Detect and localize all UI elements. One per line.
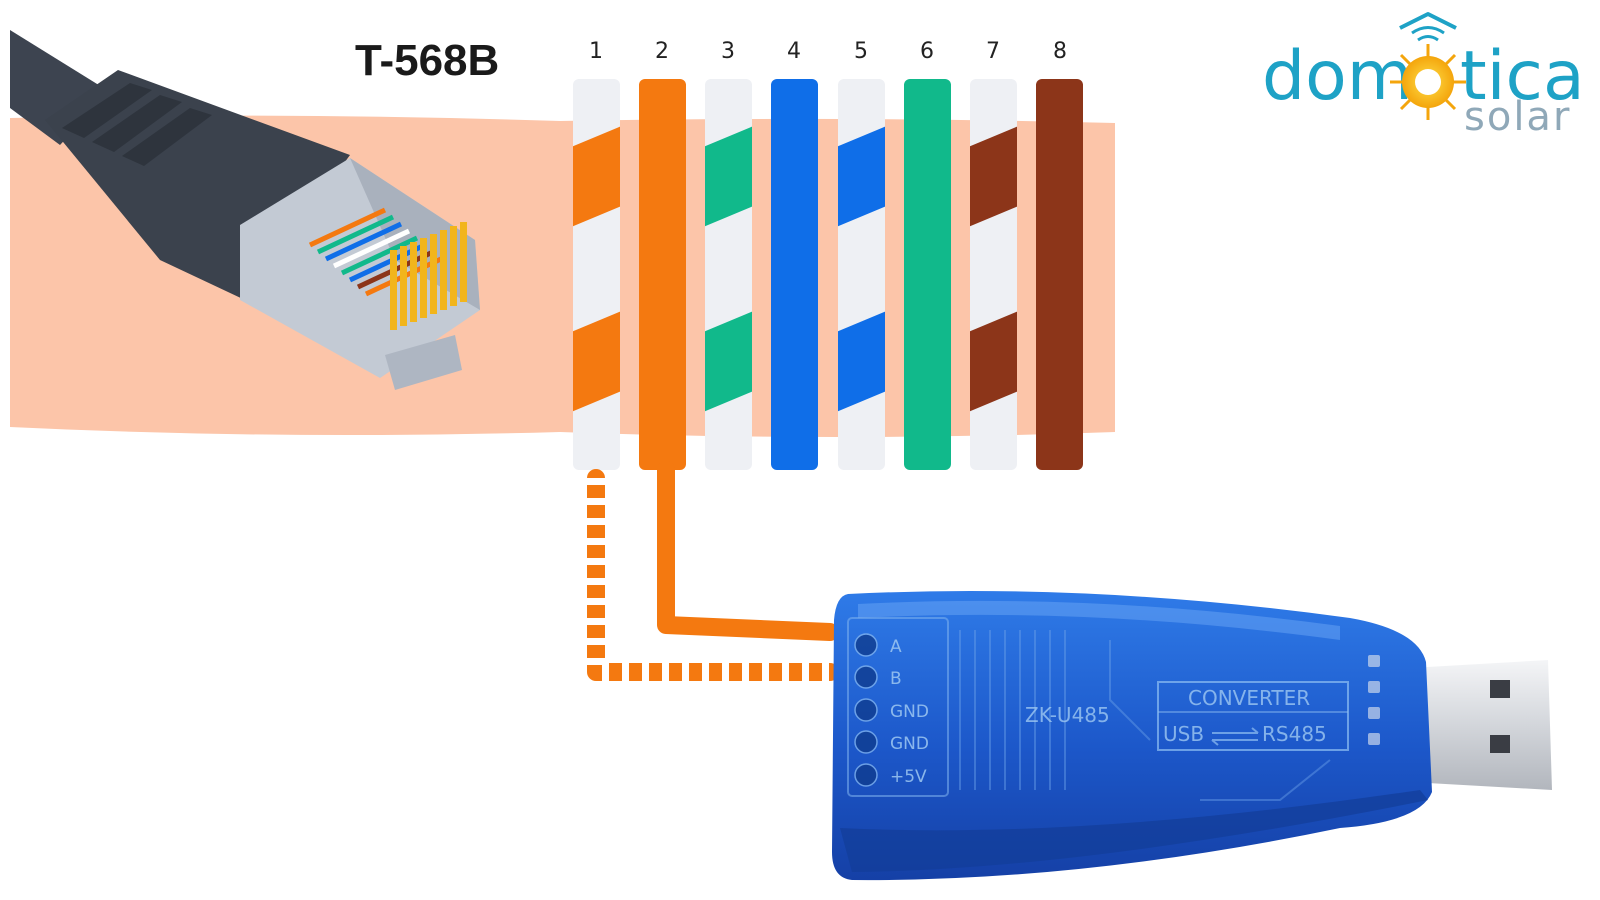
pin-label-a: A (890, 637, 902, 657)
usb-rs485-adapter-icon: A B GND GND +5V ZK-U485 CONVERTER USB RS… (832, 591, 1552, 881)
bidirectional-arrow-icon (1211, 727, 1259, 746)
wire-8 (1036, 79, 1083, 470)
pcb-traces (959, 630, 1331, 801)
sun-house-wifi-icon (1390, 12, 1466, 120)
model-label: ZK-U485 (1025, 703, 1110, 727)
adapter-body (832, 591, 1432, 881)
usb-contact-pads (1368, 655, 1380, 745)
plug-latch (385, 335, 462, 390)
rj45-connector-icon (10, 30, 480, 390)
converter-rs485: RS485 (1262, 722, 1327, 746)
pin-label-5v: +5V (890, 767, 927, 787)
standard-label: T-568B (355, 36, 499, 85)
converter-title: CONVERTER (1188, 686, 1310, 710)
wire-number-1: 1 (589, 39, 603, 64)
usb-plug-hole-1 (1490, 680, 1510, 698)
wire-number-2: 2 (655, 39, 669, 64)
usb-plug-hole-2 (1490, 735, 1510, 753)
logo-subtext: solar (1464, 94, 1571, 140)
wire-number-4: 4 (787, 39, 801, 64)
pin-label-b: B (890, 669, 902, 689)
plug-gold-pins (390, 222, 467, 330)
boot-ridge-2 (92, 95, 182, 152)
adapter-lower-edge (840, 790, 1428, 872)
pin-label-gnd-1: GND (890, 702, 929, 722)
logo-text-left: dom (1262, 37, 1413, 116)
brand-logo: dom tica solar (1262, 12, 1585, 140)
boot-ridge-3 (122, 108, 212, 166)
lead-wire-2 (657, 461, 839, 641)
wire-3 (705, 79, 752, 470)
boot-ridge-1 (62, 83, 152, 138)
wire-7 (970, 79, 1017, 470)
wire-2 (639, 79, 686, 470)
wire-number-5: 5 (854, 39, 868, 64)
wire-number-labels: 1 2 3 4 5 6 7 8 (589, 39, 1067, 64)
wire-number-3: 3 (721, 39, 735, 64)
wire-number-7: 7 (986, 39, 1000, 64)
wire-5 (838, 79, 885, 470)
wire-4 (771, 79, 818, 470)
converter-box (1157, 681, 1349, 751)
wire-6 (904, 79, 951, 470)
pin-label-gnd-2: GND (890, 734, 929, 754)
terminal-screws (854, 633, 878, 787)
wire-number-6: 6 (920, 39, 934, 64)
converter-usb: USB (1163, 722, 1204, 746)
usb-plug-metal (1410, 660, 1552, 790)
adapter-highlight (858, 600, 1340, 640)
wire-1 (573, 79, 620, 470)
wire-number-8: 8 (1053, 39, 1067, 64)
lead-wire-1 (587, 469, 839, 681)
logo-text-right: tica (1460, 37, 1585, 116)
plug-face (350, 158, 480, 310)
terminal-block (847, 617, 949, 797)
